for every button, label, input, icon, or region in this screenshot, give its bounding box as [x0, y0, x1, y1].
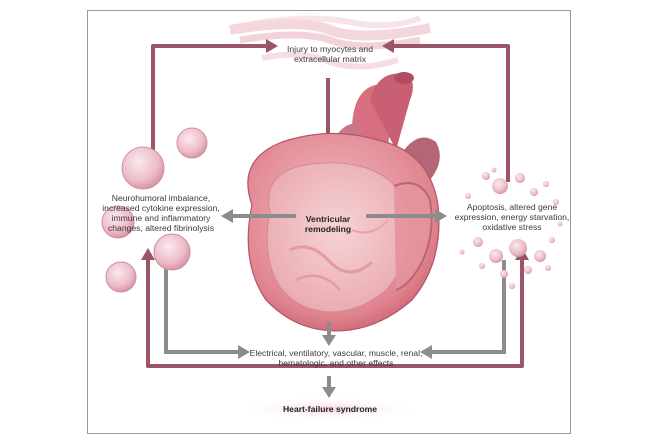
- apoptosis-label: Apoptosis, altered gene expression, ener…: [454, 202, 570, 232]
- gray-arrows: [164, 209, 506, 398]
- apoptotic-particles-icon: [459, 167, 563, 289]
- arrowhead-neuro-bottom: [141, 248, 155, 260]
- arrowhead-effects-left: [238, 345, 250, 359]
- arrow-apoptosis-to-injury: [392, 44, 510, 182]
- syndrome-glow: [237, 397, 421, 421]
- injury-label: Injury to myocytes and extracellular mat…: [287, 44, 373, 64]
- feedback-loop-arrows: [146, 44, 524, 368]
- arrow-effects-to-neuro: [146, 258, 323, 368]
- remodeling-label: Ventricular remodeling: [304, 214, 352, 234]
- heart-cross-section-icon: [247, 72, 440, 332]
- effects-label: Electrical, ventilatory, vascular, muscl…: [249, 348, 423, 368]
- arrowhead-injury-left: [266, 39, 278, 53]
- cell-icon: [101, 127, 208, 293]
- arrowhead-effects-right: [420, 345, 432, 359]
- arrowhead-injury-right: [382, 39, 394, 53]
- arrow-effects-to-apoptosis: [323, 258, 524, 368]
- arrowhead-to-neuro: [221, 209, 233, 223]
- neurohumoral-label: Neurohumoral imbalance, increased cytoki…: [102, 193, 220, 233]
- heart-failure-syndrome-label: Heart-failure syndrome: [282, 404, 378, 414]
- arrowhead-to-apoptosis: [435, 209, 447, 223]
- arrow-neuro-to-injury: [151, 44, 268, 150]
